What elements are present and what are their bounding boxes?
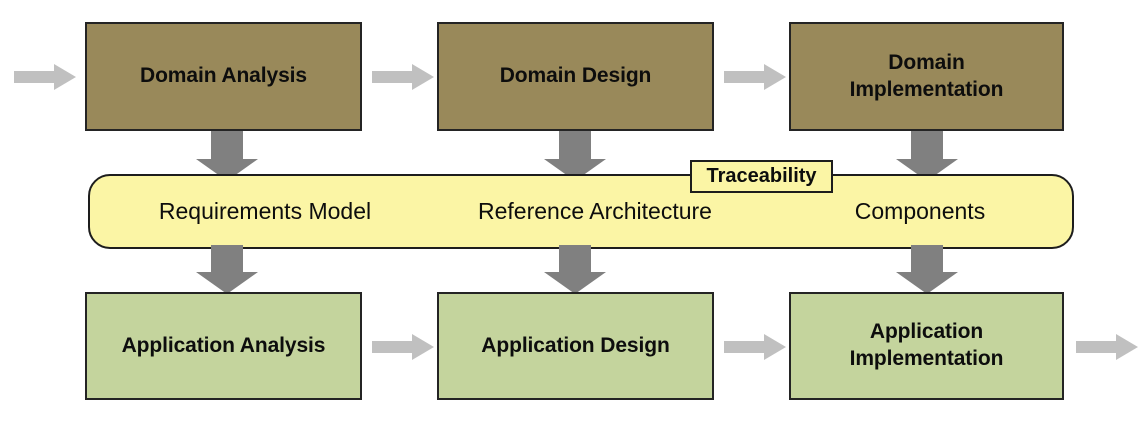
application-analysis-box[interactable]: Application Analysis xyxy=(85,292,362,400)
domain-design-box[interactable]: Domain Design xyxy=(437,22,714,131)
application-design-label: Application Design xyxy=(481,333,670,357)
core-asset-bar: Requirements Model Reference Architectur… xyxy=(88,174,1074,249)
asset-requirements-model-label: Requirements Model xyxy=(158,198,372,224)
domain-design-to-implementation-arrow-icon xyxy=(724,64,786,90)
domain-design-label: Domain Design xyxy=(499,64,652,88)
traceability-label: Traceability xyxy=(706,165,817,187)
components-to-application-implementation-arrow-icon xyxy=(896,245,958,294)
application-implementation-label: Application Implementation xyxy=(849,320,1004,370)
asset-components-label: Components xyxy=(854,198,986,224)
asset-reference-architecture-label: Reference Architecture xyxy=(478,198,712,224)
application-design-box[interactable]: Application Design xyxy=(437,292,714,400)
domain-design-to-reference-architecture-arrow-icon xyxy=(544,131,606,181)
exit-arrow-application-icon xyxy=(1076,334,1138,360)
application-design-to-implementation-arrow-icon xyxy=(724,334,786,360)
domain-implementation-label: Domain Implementation xyxy=(849,50,1004,101)
application-implementation-box[interactable]: Application Implementation xyxy=(789,292,1064,400)
application-analysis-to-design-arrow-icon xyxy=(372,334,434,360)
domain-analysis-box[interactable]: Domain Analysis xyxy=(85,22,362,131)
reference-architecture-to-application-design-arrow-icon xyxy=(544,245,606,294)
requirements-model-to-application-analysis-arrow-icon xyxy=(196,245,258,294)
entry-arrow-domain-icon xyxy=(14,64,76,90)
domain-implementation-to-components-arrow-icon xyxy=(896,131,958,181)
domain-analysis-to-requirements-model-arrow-icon xyxy=(196,131,258,181)
domain-analysis-label: Domain Analysis xyxy=(140,64,307,88)
application-analysis-label: Application Analysis xyxy=(121,333,326,357)
domain-implementation-box[interactable]: Domain Implementation xyxy=(789,22,1064,131)
traceability-badge[interactable]: Traceability xyxy=(690,160,833,193)
domain-analysis-to-design-arrow-icon xyxy=(372,64,434,90)
